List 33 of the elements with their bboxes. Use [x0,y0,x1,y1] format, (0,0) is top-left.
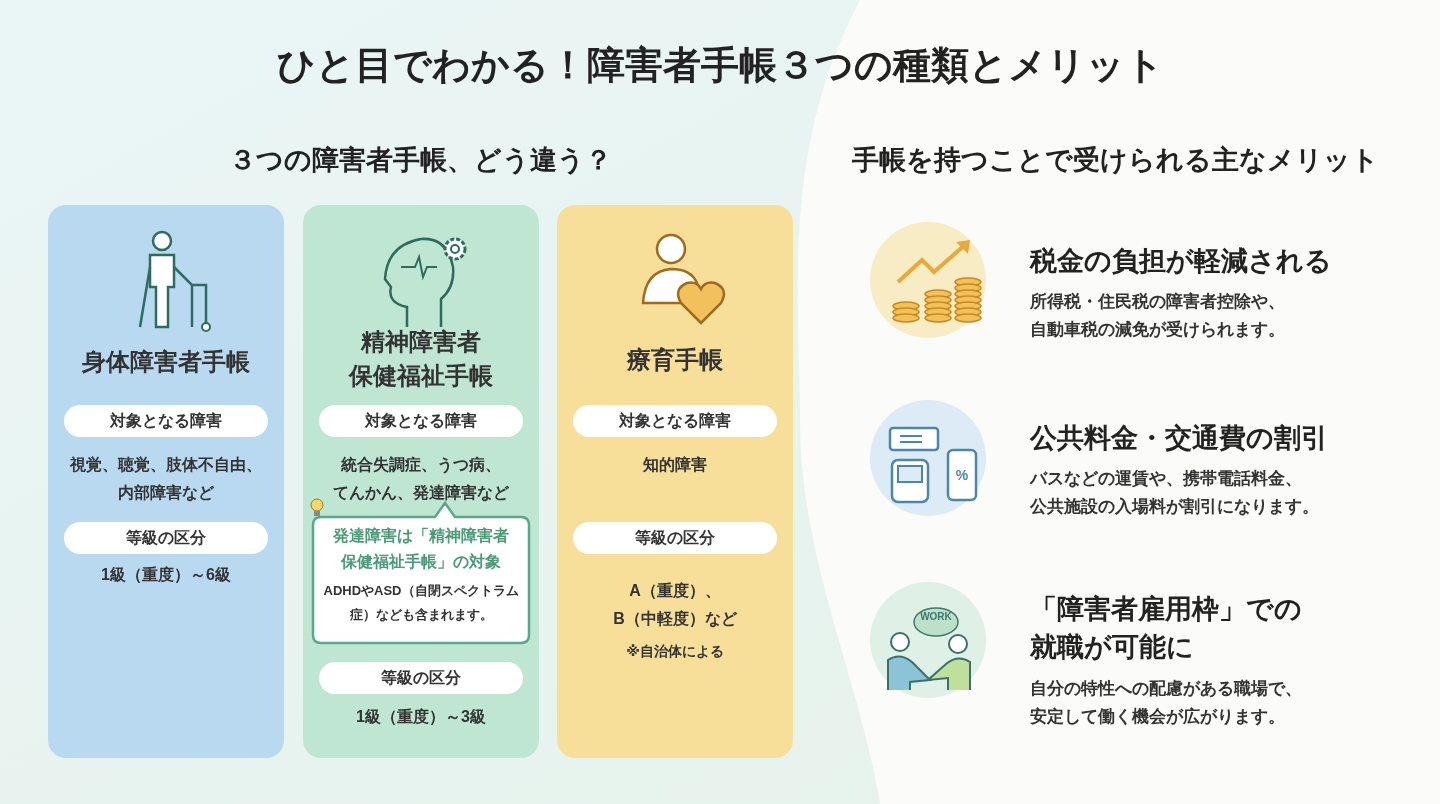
benefit-text: 自分の特性への配慮がある職場で、安定して働く機会が広がります。 [1030,678,1303,728]
card-text: 知的障害 [642,455,708,475]
pill-label: 等級の区分 [64,522,268,554]
title: ひと目でわかる！障害者手帳３つの種類とメリット [275,43,1165,88]
pill-label: 等級の区分 [573,522,777,554]
benefit-heading: 公共料金・交通費の割引 [1030,422,1329,455]
card-text: 視覚、聴覚、肢体不自由、内部障害など [69,455,263,504]
pill-label: 対象となる障害 [319,405,523,437]
section-heading: ３つの障害者手帳、どう違う？ [228,144,613,177]
pill-label: 対象となる障害 [64,405,268,437]
card-title: 精神障害者保健福祉手帳 [347,327,494,391]
callout-heading: 発達障害は「精神障害者保健福祉手帳」の対象 [332,526,510,572]
card-text: 1級（重度）～6級 [100,565,232,585]
percent-sign: % [954,467,970,483]
card [48,205,284,758]
card-text: A（重度）、 [628,581,722,601]
benefit-text: バスなどの運賃や、携帯電話料金、公共施設の入場料が割引になります。 [1030,468,1320,518]
section-heading: 手帳を持つことで受けられる主なメリット [850,144,1380,177]
card-title: 療育手帳 [626,345,724,375]
card-text: 1級（重度）～3級 [355,707,487,727]
speech-bubble-text: WORK [919,611,953,622]
card-text: 統合失調症、うつ病、てんかん、発達障害など [332,455,510,504]
callout-text: ADHDやASD（自閉スペクトラム症）なども含まれます。 [323,582,519,624]
pill-label: 対象となる障害 [573,405,777,437]
card [557,205,793,758]
card-text: ※自治体による [625,642,725,661]
benefit-heading: 税金の負担が軽減される [1030,245,1333,278]
benefit-heading: 「障害者雇用枠」での就職が可能に [1030,593,1303,664]
pill-label: 等級の区分 [319,662,523,694]
benefit-text: 所得税・住民税の障害者控除や、自動車税の減免が受けられます。 [1030,291,1286,341]
card [303,205,539,758]
card-title: 身体障害者手帳 [81,347,251,377]
card-text: B（中軽度）など [612,609,738,630]
